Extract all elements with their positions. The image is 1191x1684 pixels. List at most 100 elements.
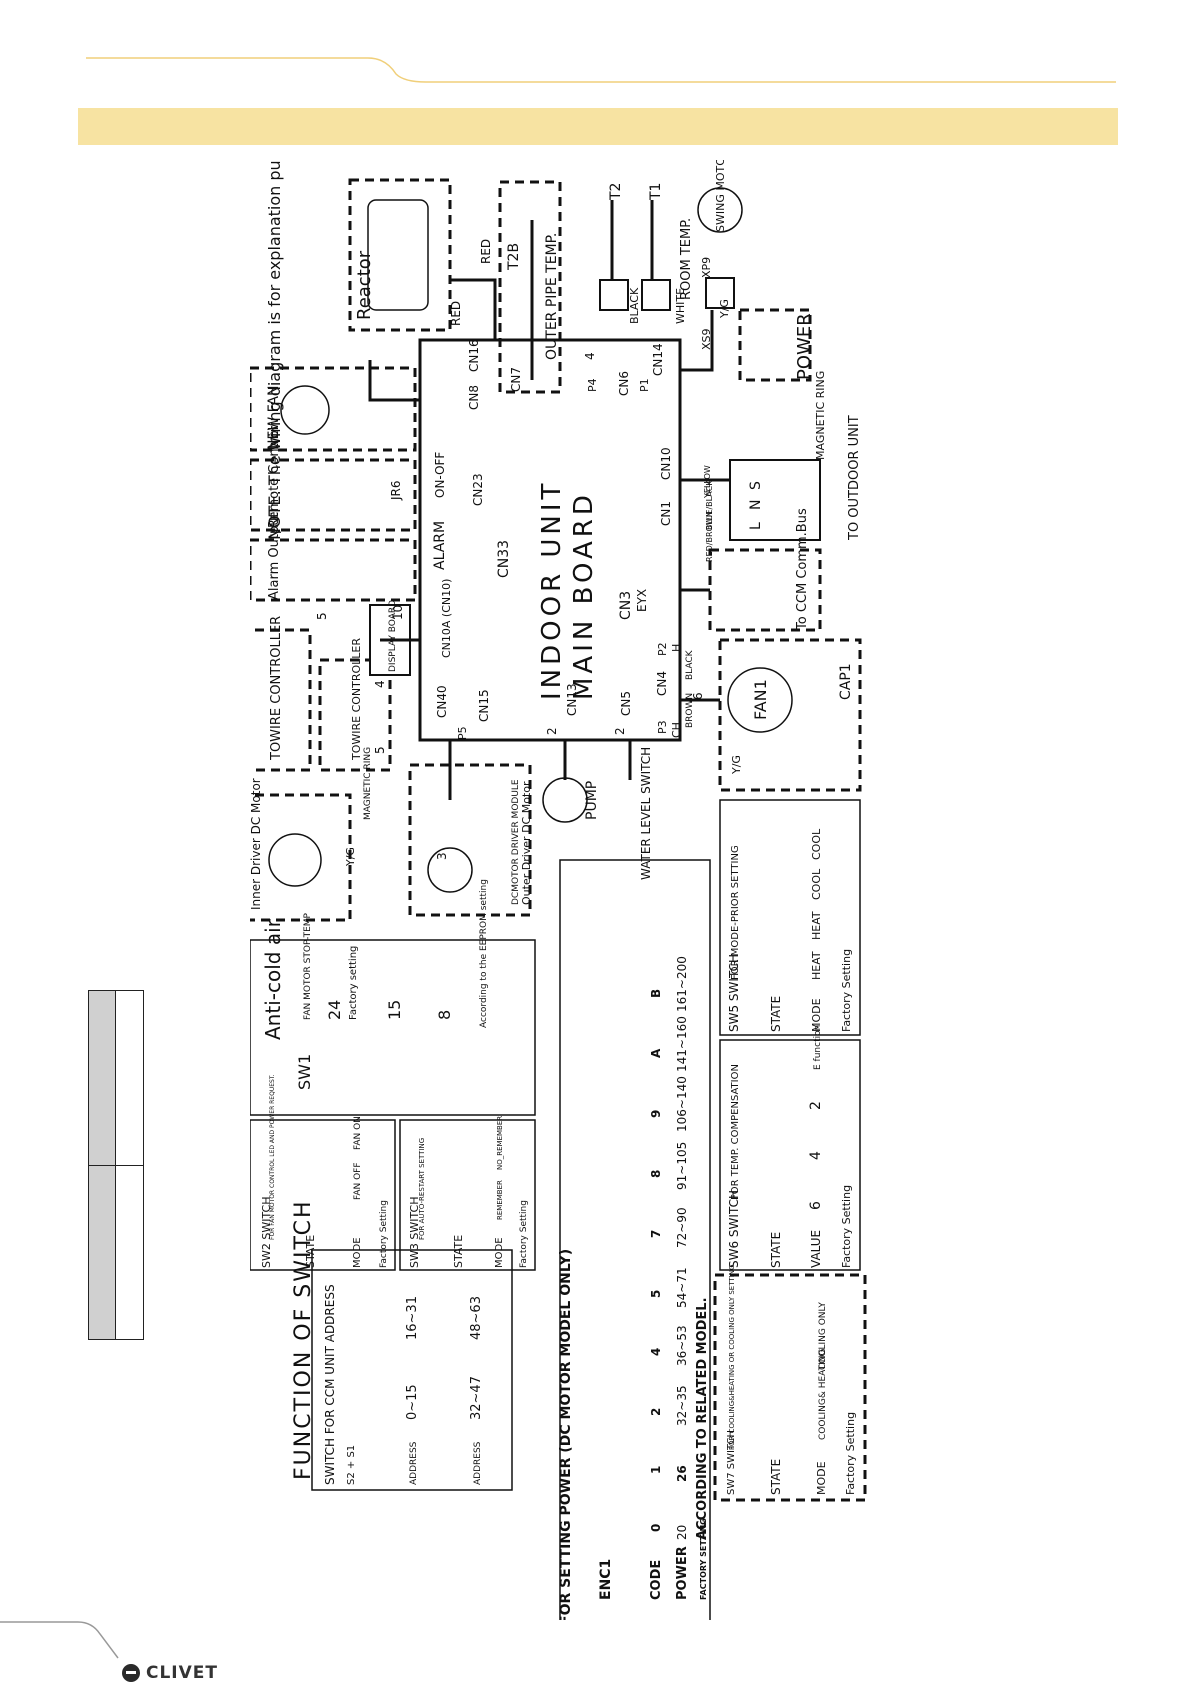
enc1-code: 8: [649, 1170, 663, 1178]
footer-divider: [0, 1621, 119, 1659]
magnetic-ring-label: MAGNETIC RING: [363, 747, 373, 820]
connector-cn1: CN1: [659, 501, 673, 526]
enc1-code: A: [649, 1048, 663, 1058]
wire-label-brown: BROWN: [685, 693, 695, 728]
connector-cn7: CN7: [509, 367, 523, 392]
swing-motor-icon: [697, 187, 743, 233]
terminal-s: S: [748, 481, 764, 490]
connector-xs9: XS9: [700, 328, 713, 350]
sw1-header: FAN MOTOR STOP-TEMP: [303, 912, 313, 1020]
wire-count-4: 4: [373, 680, 387, 688]
enc1-factory-note: ACCORDING TO RELATED MODEL.: [695, 1297, 710, 1540]
enc1-power: 36~53: [675, 1325, 689, 1366]
ccm-header: SWITCH FOR CCM UNIT ADDRESS: [323, 1284, 337, 1485]
sw3-state: STATE: [452, 1235, 465, 1268]
t2b-label: T2B: [506, 243, 522, 271]
dc-motor-module-label: DCMOTOR DRIVER MODULE: [511, 779, 521, 905]
t2-label: T2: [608, 183, 624, 201]
enc1-codes: 0 1 2 4 5 7 8 9 A B: [649, 989, 663, 1532]
connector-on-off: ON-OFF: [433, 452, 447, 498]
enc1-factory-label: FACTORY SETTING: [699, 1518, 708, 1600]
sw5-mode-label: MODE: [810, 998, 823, 1032]
enc1-power: 26: [675, 1465, 689, 1482]
two-wire-label-2: TOWIRE CONTROLLER: [350, 638, 363, 761]
enc1-power: 72~90: [675, 1207, 689, 1248]
enc1-power: 106~140: [675, 1076, 689, 1132]
connector-xp9: XP9: [700, 257, 713, 278]
pipe-temp-box: [498, 180, 562, 394]
swing-motor-label: SWING MOTOR: [714, 160, 727, 232]
enc1-code: 0: [649, 1524, 663, 1532]
cap1-label: CAP1: [838, 663, 854, 700]
connector-cn15: CN15: [477, 689, 491, 722]
side-table-divider: [89, 1165, 143, 1166]
wire-label-yg-1: Y/G: [718, 299, 731, 319]
sw5-factory: Factory Setting: [840, 949, 853, 1032]
wire-count-2a: 2: [545, 727, 559, 735]
ccm-box: [708, 548, 822, 632]
address-value-1b: 16~31: [405, 1296, 420, 1340]
reactor-label: Reactor: [354, 250, 375, 320]
wire-count-3: 3: [435, 852, 449, 860]
wire-label-black-2: BLACK: [685, 649, 695, 680]
sw5-mode: COOL: [810, 828, 823, 860]
sw6-value: 6: [808, 1201, 824, 1210]
connector-cn33: CN33: [496, 540, 512, 578]
enc1-code: 2: [649, 1408, 663, 1416]
sw2-mode-label: MODE: [352, 1237, 363, 1268]
sw6-value: E function: [813, 1025, 823, 1070]
connector-p5: P5: [456, 726, 469, 740]
terminal-l: L: [748, 522, 764, 530]
water-level-label: WATER LEVEL SWITCH: [639, 747, 653, 880]
s2s1-label-1: S2 + S1: [346, 1445, 357, 1485]
alarm-box: [248, 538, 417, 602]
new-fan-label: NEW FAN: [266, 386, 282, 450]
inner-driver-label: Inner Driver DC Motor: [250, 778, 263, 910]
sw2-mode-on: FAN ON: [353, 1116, 363, 1150]
connector-cn10a: CN10A (CN10): [440, 579, 453, 658]
pipe-temp-label: OUTER PIPE TEMP.: [544, 233, 560, 360]
sw1-value-8: 8: [435, 1010, 454, 1020]
to-ccm-label: To CCM Comm.Bus: [795, 508, 810, 631]
sw6-value: 2: [808, 1101, 824, 1110]
connector-labels: CN16 CN8 CN7 CN6 CN14 CN10 CN1 CN23 CN33…: [389, 257, 713, 740]
sw7-switch: SW7 SWITCH: [726, 1430, 737, 1495]
connector-p4: P4: [586, 378, 599, 392]
enc1-power: 141~160: [675, 1016, 689, 1072]
outer-motor-icon: [427, 847, 473, 893]
address-label-2: ADDRESS: [473, 1441, 483, 1485]
sw7-mode-label: MODE: [815, 1461, 828, 1495]
wire-label-yg-3: Y/G: [344, 847, 357, 867]
sw3-mode-no-remember: NO_REMEMBER: [496, 1116, 504, 1170]
pump-label: PUMP: [584, 781, 600, 820]
sw6-switch: SW6 SWITCH: [727, 1190, 741, 1268]
sw2-table: [249, 1119, 396, 1271]
wire-label-red-brown: RED/BROWN: [705, 511, 714, 562]
to-outdoor-label: TO OUTDOOR UNIT: [847, 415, 862, 541]
wire-reactor: [450, 278, 497, 340]
address-value-1a: 0~15: [405, 1384, 420, 1420]
connector-eyx: EYX: [635, 589, 649, 612]
wire-labels: RED RED BLACK WHITE Y/G YELLOW BLUE/BLAC…: [315, 239, 743, 867]
sw5-mode: COOL: [810, 868, 823, 900]
t2-connector: [599, 279, 629, 311]
sw6-value-label: VALUE: [809, 1230, 823, 1268]
two-wire-box-2: [318, 658, 392, 772]
enc1-switch: ENC1: [598, 1559, 614, 1600]
sw5-table: [719, 799, 861, 1036]
wire-new-fan: [368, 360, 420, 402]
side-table: [88, 990, 144, 1340]
sw7-table: [713, 1273, 867, 1502]
enc1-power: 161~200: [675, 956, 689, 1012]
wire-label-yg-2: Y/G: [730, 755, 743, 775]
sw7-state: STATE: [769, 1459, 783, 1495]
enc1-code: B: [649, 989, 663, 998]
reactor-symbol: [367, 199, 429, 311]
inner-driver-box: [238, 793, 352, 922]
connector-cn14: CN14: [651, 343, 665, 376]
wire-label-red-1: RED: [449, 301, 463, 326]
sw1-table: [249, 939, 536, 1116]
sw2-factory: Factory Setting: [379, 1200, 389, 1268]
sw7-header: FOR COOLING&HEATING OR COOLING ONLY SETT…: [728, 1265, 736, 1450]
t1-label: T1: [648, 183, 664, 201]
